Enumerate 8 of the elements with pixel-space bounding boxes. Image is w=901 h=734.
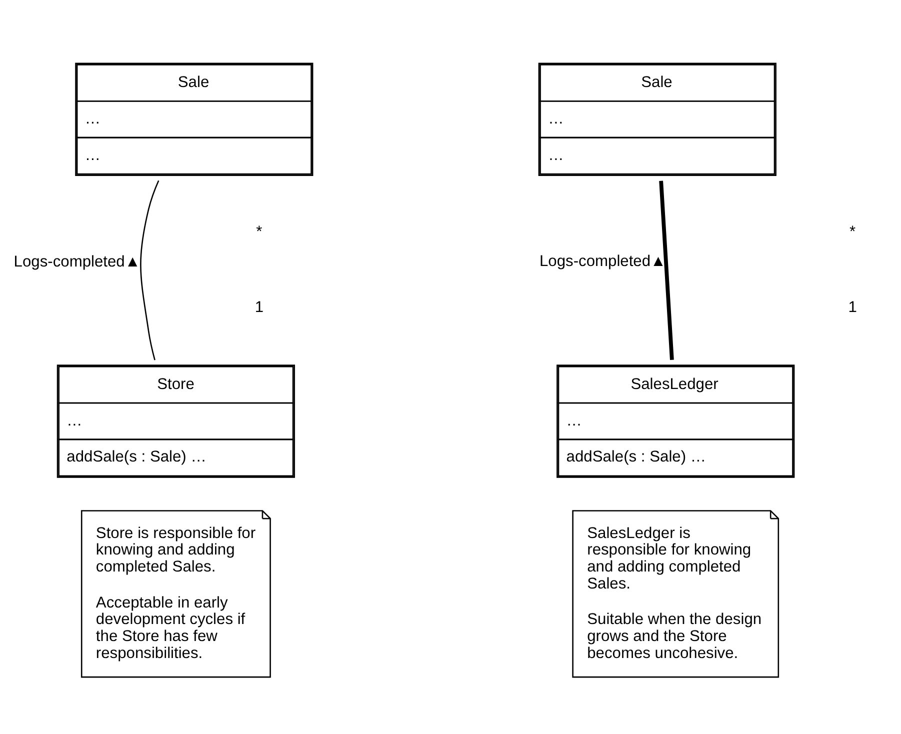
- label: 1: [848, 298, 857, 316]
- label: *: [256, 223, 262, 240]
- connector: [140, 180, 160, 360]
- connector: [659, 180, 674, 360]
- label: 1: [254, 298, 264, 316]
- edge-label: Logs-completed▲: [14, 252, 140, 270]
- edge-label: Logs-completed▲: [539, 252, 666, 270]
- label: *: [850, 223, 856, 240]
